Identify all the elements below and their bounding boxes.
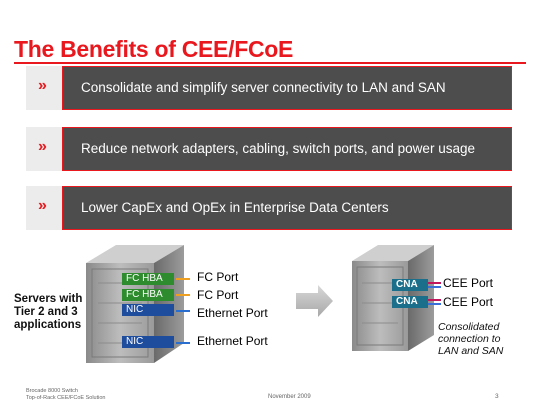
- fc-hba-tag: FC HBA: [122, 289, 174, 301]
- chevron-icon: »: [26, 186, 62, 230]
- consolidated-caption: Consolidated connection to LAN and SAN: [438, 321, 504, 357]
- cee-cable: [428, 286, 441, 288]
- fc-cable: [176, 294, 190, 296]
- cee-port-label: CEE Port: [443, 276, 494, 290]
- cee-cable: [428, 299, 441, 301]
- benefit-text: Lower CapEx and OpEx in Enterprise Data …: [62, 186, 512, 230]
- fc-port-label: FC Port: [197, 288, 239, 302]
- servers-caption: Servers with Tier 2 and 3 applications: [14, 293, 83, 331]
- cee-cable: [428, 303, 441, 305]
- cee-port-label: CEE Port: [443, 295, 494, 309]
- cna-tag: CNA: [392, 279, 428, 291]
- slide-title: The Benefits of CEE/FCoE: [14, 36, 294, 62]
- chevron-icon: »: [26, 127, 62, 171]
- cee-cable: [428, 282, 441, 284]
- footer-product: Brocade 8000 Switch Top-of-Rack CEE/FCoE…: [26, 388, 106, 401]
- footer-date: November 2009: [268, 394, 311, 400]
- fc-port-label: FC Port: [197, 270, 239, 284]
- ethernet-cable: [176, 310, 190, 312]
- page-number: 3: [495, 393, 499, 400]
- nic-tag: NIC: [122, 304, 174, 316]
- fc-hba-tag: FC HBA: [122, 273, 174, 285]
- cna-tag: CNA: [392, 296, 428, 308]
- ethernet-port-label: Ethernet Port: [197, 306, 268, 320]
- nic-tag: NIC: [122, 336, 174, 348]
- benefit-row-3: » Lower CapEx and OpEx in Enterprise Dat…: [26, 186, 512, 230]
- benefit-text: Reduce network adapters, cabling, switch…: [62, 127, 512, 171]
- ethernet-cable: [176, 342, 190, 344]
- benefit-row-1: » Consolidate and simplify server connec…: [26, 66, 512, 110]
- arrow-right-icon: [296, 285, 333, 317]
- fc-cable: [176, 278, 190, 280]
- title-underline: [14, 62, 526, 64]
- ethernet-port-label: Ethernet Port: [197, 334, 268, 348]
- benefit-text: Consolidate and simplify server connecti…: [62, 66, 512, 110]
- chevron-icon: »: [26, 66, 62, 110]
- benefit-row-2: » Reduce network adapters, cabling, swit…: [26, 127, 512, 171]
